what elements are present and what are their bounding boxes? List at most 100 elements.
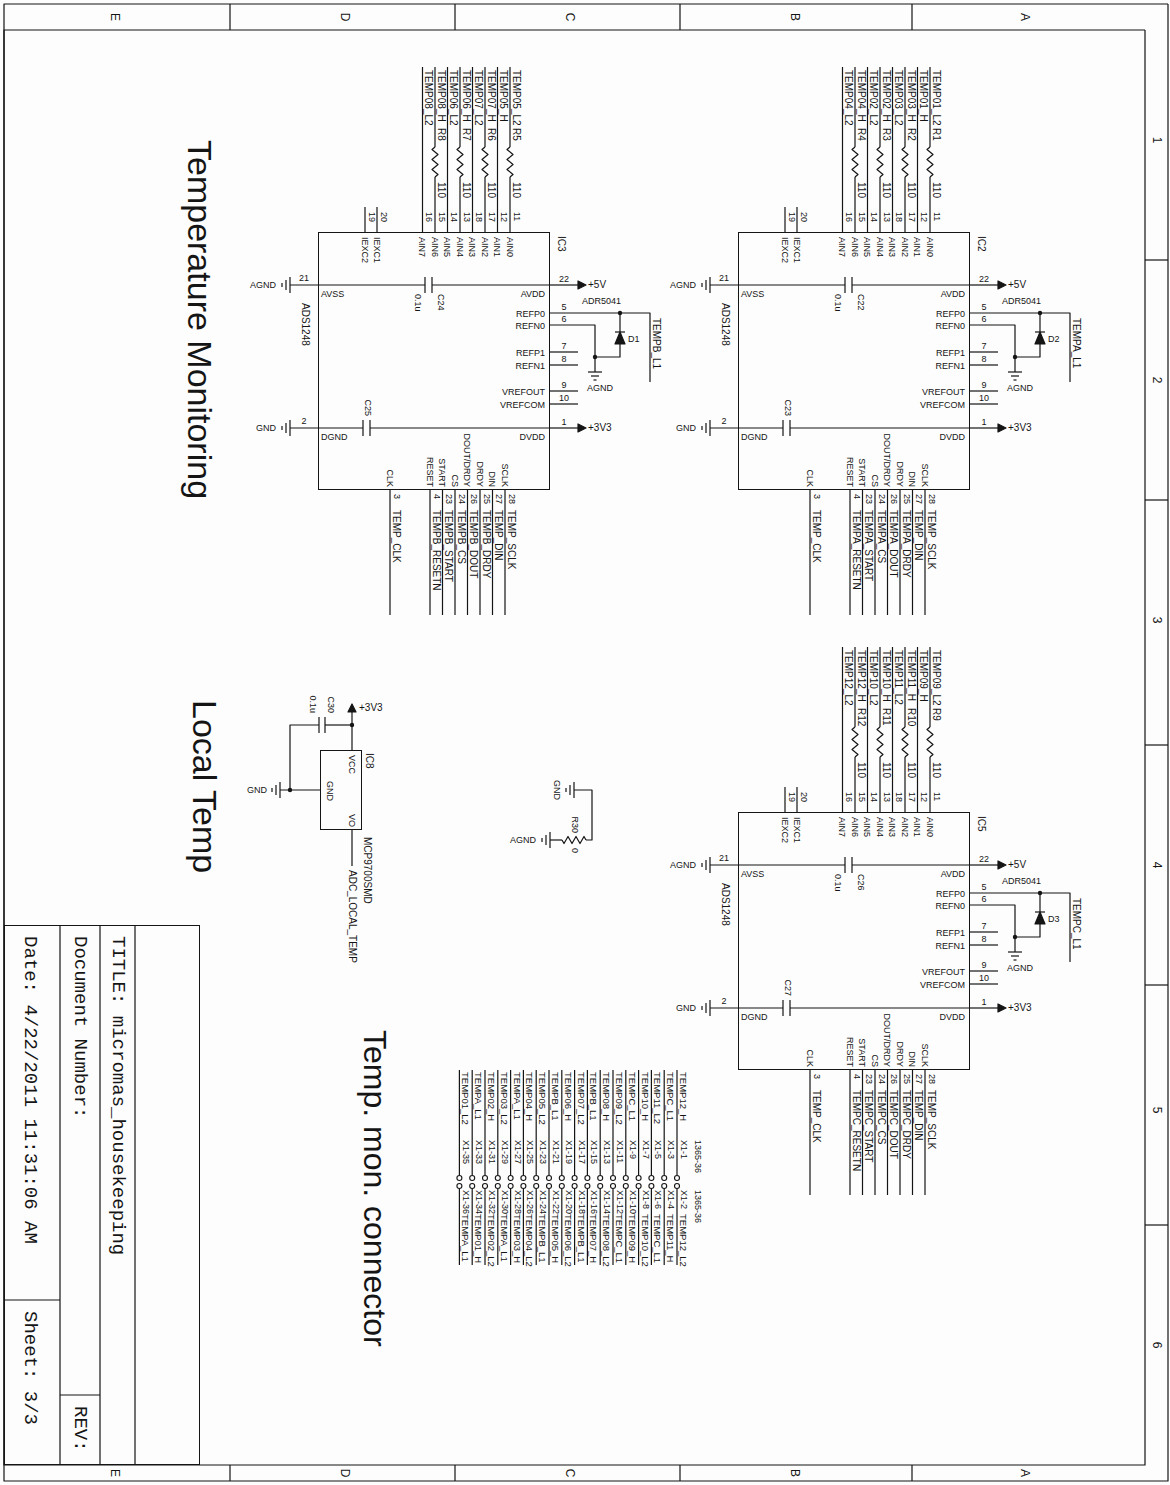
pin-number: 5 xyxy=(981,883,986,892)
pin-number: 28 xyxy=(927,1074,936,1084)
wire xyxy=(484,177,485,232)
pin-number: X1-32 xyxy=(487,1190,496,1214)
zone-tick xyxy=(1145,1224,1168,1225)
ground-symbol xyxy=(1011,375,1019,376)
net-label: TEMPC_L1 xyxy=(665,1072,675,1121)
title-block-rule xyxy=(4,1299,60,1300)
connector-pin xyxy=(611,1184,616,1189)
zone-tick xyxy=(679,4,680,30)
pin-name: START xyxy=(857,1038,866,1067)
pin-name: REFN1 xyxy=(515,362,545,371)
wire xyxy=(492,490,493,615)
wire xyxy=(510,1070,511,1175)
net-label: TEMP01_H xyxy=(919,70,929,122)
pin-number: 18 xyxy=(894,792,903,802)
pin-name: SCLK xyxy=(920,1043,929,1067)
pin-name: IEXC1 xyxy=(792,237,801,263)
title-block-field: Document Number: xyxy=(70,936,89,1118)
net-label: TEMP02_H xyxy=(881,70,891,122)
pin-name: VREFOUT xyxy=(922,388,965,397)
wire xyxy=(574,1189,575,1265)
pin-number: X1-15 xyxy=(589,1140,598,1164)
pin-name: AIN0 xyxy=(925,237,934,257)
sheet-border xyxy=(4,30,1145,1465)
pin-name: DOUT/DRDY xyxy=(882,434,891,488)
pin-number: 24 xyxy=(877,1074,886,1084)
net-label: TEMPB_DOUT xyxy=(469,510,479,578)
connector-pin xyxy=(559,1176,564,1181)
pin-name: AIN7 xyxy=(837,237,846,257)
pin-number: 8 xyxy=(981,355,986,364)
resistor-ref: R4 xyxy=(856,128,866,141)
connector-pin xyxy=(585,1184,590,1189)
net-label: TEMP12_H xyxy=(678,1072,688,1121)
net-label: TEMP04_H xyxy=(856,70,866,122)
pin-number: X1-10 xyxy=(627,1190,636,1214)
net-label: TEMP07_L2 xyxy=(474,70,484,126)
pin-number: 23 xyxy=(444,494,453,504)
pin-number: X1-27 xyxy=(512,1140,521,1164)
pin-number: 4 xyxy=(432,494,441,499)
wire xyxy=(651,1189,652,1265)
pin-number: 17 xyxy=(907,212,916,222)
pin-name: SCLK xyxy=(500,463,509,487)
pin-name: RESET xyxy=(845,457,854,487)
pin-number: 9 xyxy=(981,961,986,970)
wire xyxy=(904,757,905,812)
net-label: TEMP02_H xyxy=(486,1072,496,1121)
part-ref: C24 xyxy=(436,294,445,311)
pin-name: AVSS xyxy=(321,290,344,299)
pin-name: CLK xyxy=(805,1049,814,1067)
power-label: +5V xyxy=(1008,860,1026,870)
net-label: TEMP12_L2 xyxy=(678,1214,688,1267)
ground-symbol xyxy=(279,782,280,798)
connector-pin xyxy=(636,1184,641,1189)
net-label: TEMPC_CS xyxy=(876,1090,886,1144)
pin-number: 9 xyxy=(561,381,566,390)
ground-symbol xyxy=(709,420,710,436)
wire xyxy=(325,724,352,725)
connector-pin xyxy=(572,1184,577,1189)
pin-line xyxy=(970,931,998,932)
pin-number: 1 xyxy=(561,418,566,427)
diode-symbol xyxy=(1035,332,1045,344)
net-label: TEMP_SCLK xyxy=(926,510,936,569)
resistor-value: 110 xyxy=(931,762,941,778)
wire xyxy=(497,67,498,232)
title-block-field: Sheet: 3/3 xyxy=(20,1311,39,1425)
pin-name: VREFOUT xyxy=(922,968,965,977)
wire xyxy=(867,647,868,812)
part-ref: C23 xyxy=(783,399,792,416)
wire xyxy=(432,284,550,285)
pin-line xyxy=(550,351,578,352)
wire xyxy=(879,757,880,812)
pin-number: 15 xyxy=(857,792,866,802)
pin-name: AIN1 xyxy=(912,817,921,837)
net-label: TEMP03_H xyxy=(906,70,916,122)
pin-name: AVDD xyxy=(941,290,965,299)
pin-number: 12 xyxy=(919,212,928,222)
wire xyxy=(809,490,810,615)
connector-ref: 1365-36 xyxy=(693,1140,702,1173)
pin-name: DRDY xyxy=(895,461,904,487)
net-label: TEMPC_L1 xyxy=(614,1214,624,1263)
zone-label: C xyxy=(564,1469,576,1478)
wire xyxy=(548,1189,549,1265)
ground-symbol xyxy=(701,863,702,867)
connector-pin xyxy=(649,1176,654,1181)
pin-name: START xyxy=(437,458,446,487)
wire xyxy=(854,647,855,727)
pin-name: DRDY xyxy=(475,461,484,487)
net-label: TEMP12_L2 xyxy=(844,650,854,706)
pin-number: 13 xyxy=(462,212,471,222)
pin-name: VO xyxy=(347,814,356,827)
connector-pin xyxy=(649,1184,654,1189)
connector-pin xyxy=(572,1176,577,1181)
wire xyxy=(854,177,855,232)
wire xyxy=(497,1070,498,1175)
power-arrow xyxy=(998,424,1006,432)
pin-line xyxy=(550,390,578,391)
pin-number: 2 xyxy=(301,417,306,426)
ground-symbol xyxy=(281,426,282,430)
pin-name: AVSS xyxy=(741,870,764,879)
